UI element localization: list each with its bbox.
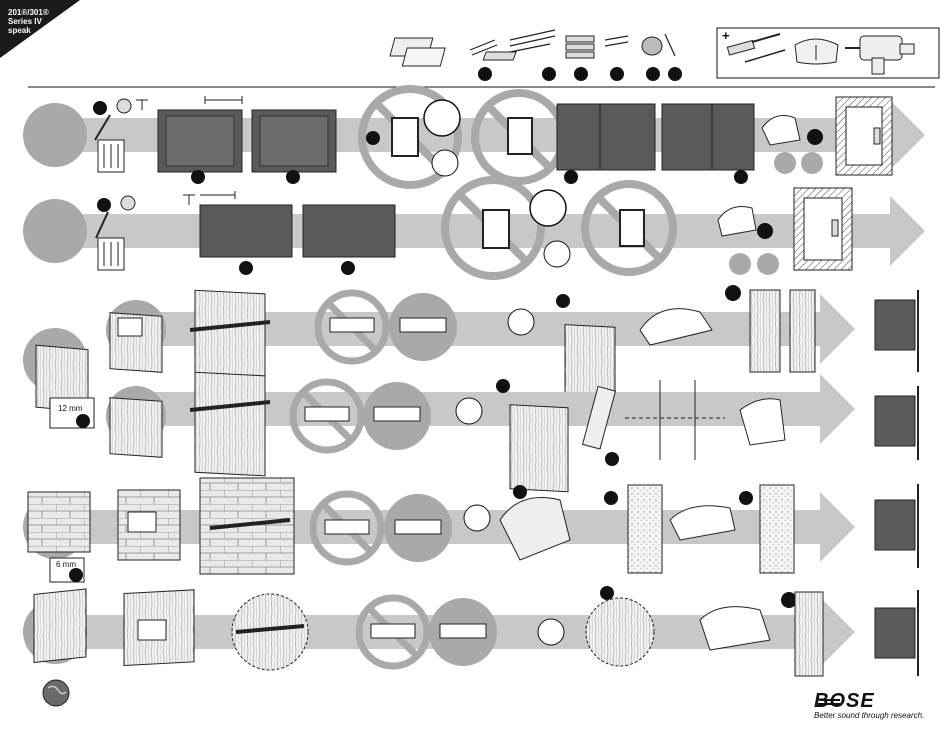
safety-goggles-icon — [795, 39, 838, 64]
globe-icon — [43, 680, 69, 706]
brand-block: BOSE Better sound through research. — [814, 690, 932, 720]
brand-logo: BOSE — [814, 690, 932, 713]
goggles-icon — [508, 309, 534, 335]
row-2 — [23, 180, 925, 276]
tools-box — [717, 28, 939, 78]
bracket-parts-image — [390, 38, 445, 66]
tools-box-symbol: + — [722, 28, 730, 43]
goggles-icon — [464, 505, 490, 531]
goggles-icon — [544, 241, 570, 267]
hardware-parts — [390, 30, 682, 81]
drill-size-label-6mm: 6 mm — [56, 560, 76, 569]
row-5 — [23, 478, 918, 582]
goggles-icon — [432, 150, 458, 176]
row-1 — [23, 89, 925, 185]
brand-tagline: Better sound through research. — [814, 711, 932, 720]
row-4 — [50, 372, 918, 492]
goggles-icon — [538, 619, 564, 645]
drill-size-label-12mm: 12 mm — [58, 404, 82, 413]
goggles-icon — [456, 398, 482, 424]
row-6 — [23, 586, 918, 676]
